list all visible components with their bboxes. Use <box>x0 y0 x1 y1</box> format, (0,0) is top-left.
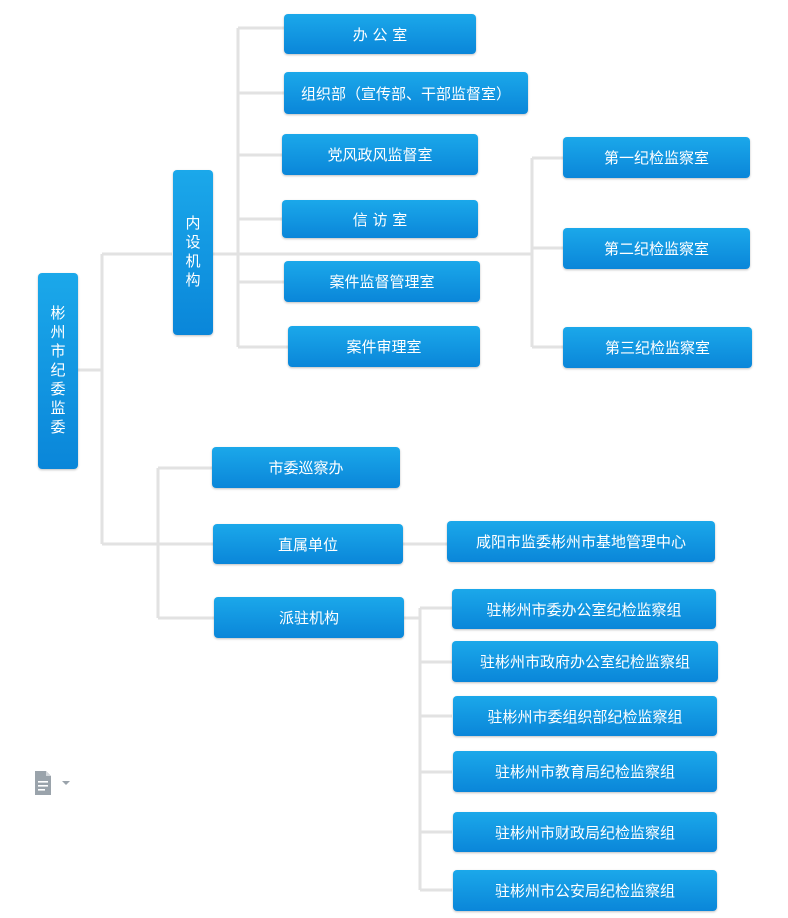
dispatched-group-public-security: 驻彬州市公安局纪检监察组 <box>453 870 717 911</box>
caret-down-icon <box>62 781 70 785</box>
inspection-room-3: 第三纪检监察室 <box>563 327 752 368</box>
inspection-room-2: 第二纪检监察室 <box>563 228 750 269</box>
root-node: 彬州市纪委监委 <box>38 273 78 469</box>
direct-units-node: 直属单位 <box>213 524 403 564</box>
document-icon[interactable] <box>34 770 74 796</box>
patrol-office-node: 市委巡察办 <box>212 447 400 488</box>
internal-item-organization: 组织部（宣传部、干部监督室） <box>284 72 528 114</box>
internal-item-case-management: 案件监督管理室 <box>284 261 480 302</box>
internal-item-case-review: 案件审理室 <box>288 326 480 367</box>
dispatched-group-finance-bureau: 驻彬州市财政局纪检监察组 <box>453 812 717 852</box>
dispatched-node: 派驻机构 <box>214 597 404 638</box>
dispatched-group-organization-dept: 驻彬州市委组织部纪检监察组 <box>453 696 717 736</box>
dispatched-group-government-office: 驻彬州市政府办公室纪检监察组 <box>452 641 718 682</box>
inspection-room-1: 第一纪检监察室 <box>563 137 750 178</box>
dispatched-group-education-bureau: 驻彬州市教育局纪检监察组 <box>453 751 717 792</box>
dispatched-group-party-office: 驻彬州市委办公室纪检监察组 <box>452 589 716 629</box>
internal-node: 内设机构 <box>173 170 213 335</box>
base-center-node: 咸阳市监委彬州市基地管理中心 <box>447 521 715 562</box>
internal-item-conduct-supervision: 党风政风监督室 <box>282 134 478 175</box>
internal-item-petition: 信 访 室 <box>282 200 478 238</box>
internal-item-office: 办 公 室 <box>284 14 476 54</box>
